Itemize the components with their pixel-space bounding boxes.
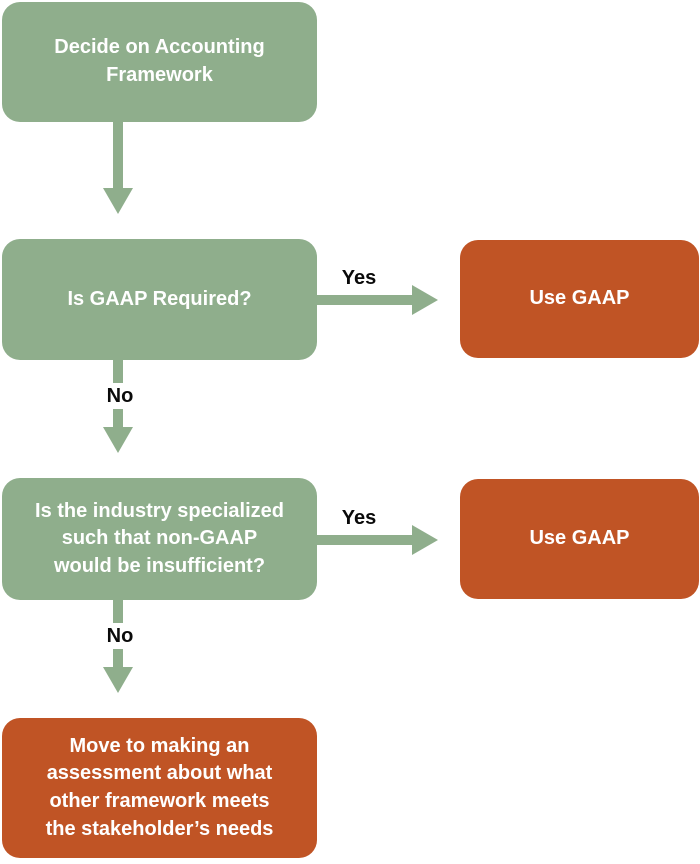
edge-label-no-2: No: [94, 623, 146, 649]
edge-label-no-1: No: [94, 383, 146, 409]
arrow-down-start-stem: [113, 122, 123, 188]
arrow-down-no-2-head: [103, 667, 133, 693]
arrow-right-yes-1-head: [412, 285, 438, 315]
node-use-gaap-2: Use GAAP: [460, 479, 699, 599]
arrow-down-no-1-head: [103, 427, 133, 453]
node-is-gaap-required: Is GAAP Required?: [2, 239, 317, 360]
node-decide-accounting-framework: Decide on Accounting Framework: [2, 2, 317, 122]
arrow-right-yes-2-head: [412, 525, 438, 555]
arrow-down-start-head: [103, 188, 133, 214]
node-is-industry-specialized: Is the industry specialized such that no…: [2, 478, 317, 600]
edge-label-yes-1: Yes: [334, 265, 384, 291]
arrow-right-yes-2-stem: [317, 535, 412, 545]
node-use-gaap-1: Use GAAP: [460, 240, 699, 358]
arrow-right-yes-1-stem: [317, 295, 412, 305]
node-other-framework-assessment: Move to making an assessment about what …: [2, 718, 317, 858]
edge-label-yes-2: Yes: [334, 505, 384, 531]
